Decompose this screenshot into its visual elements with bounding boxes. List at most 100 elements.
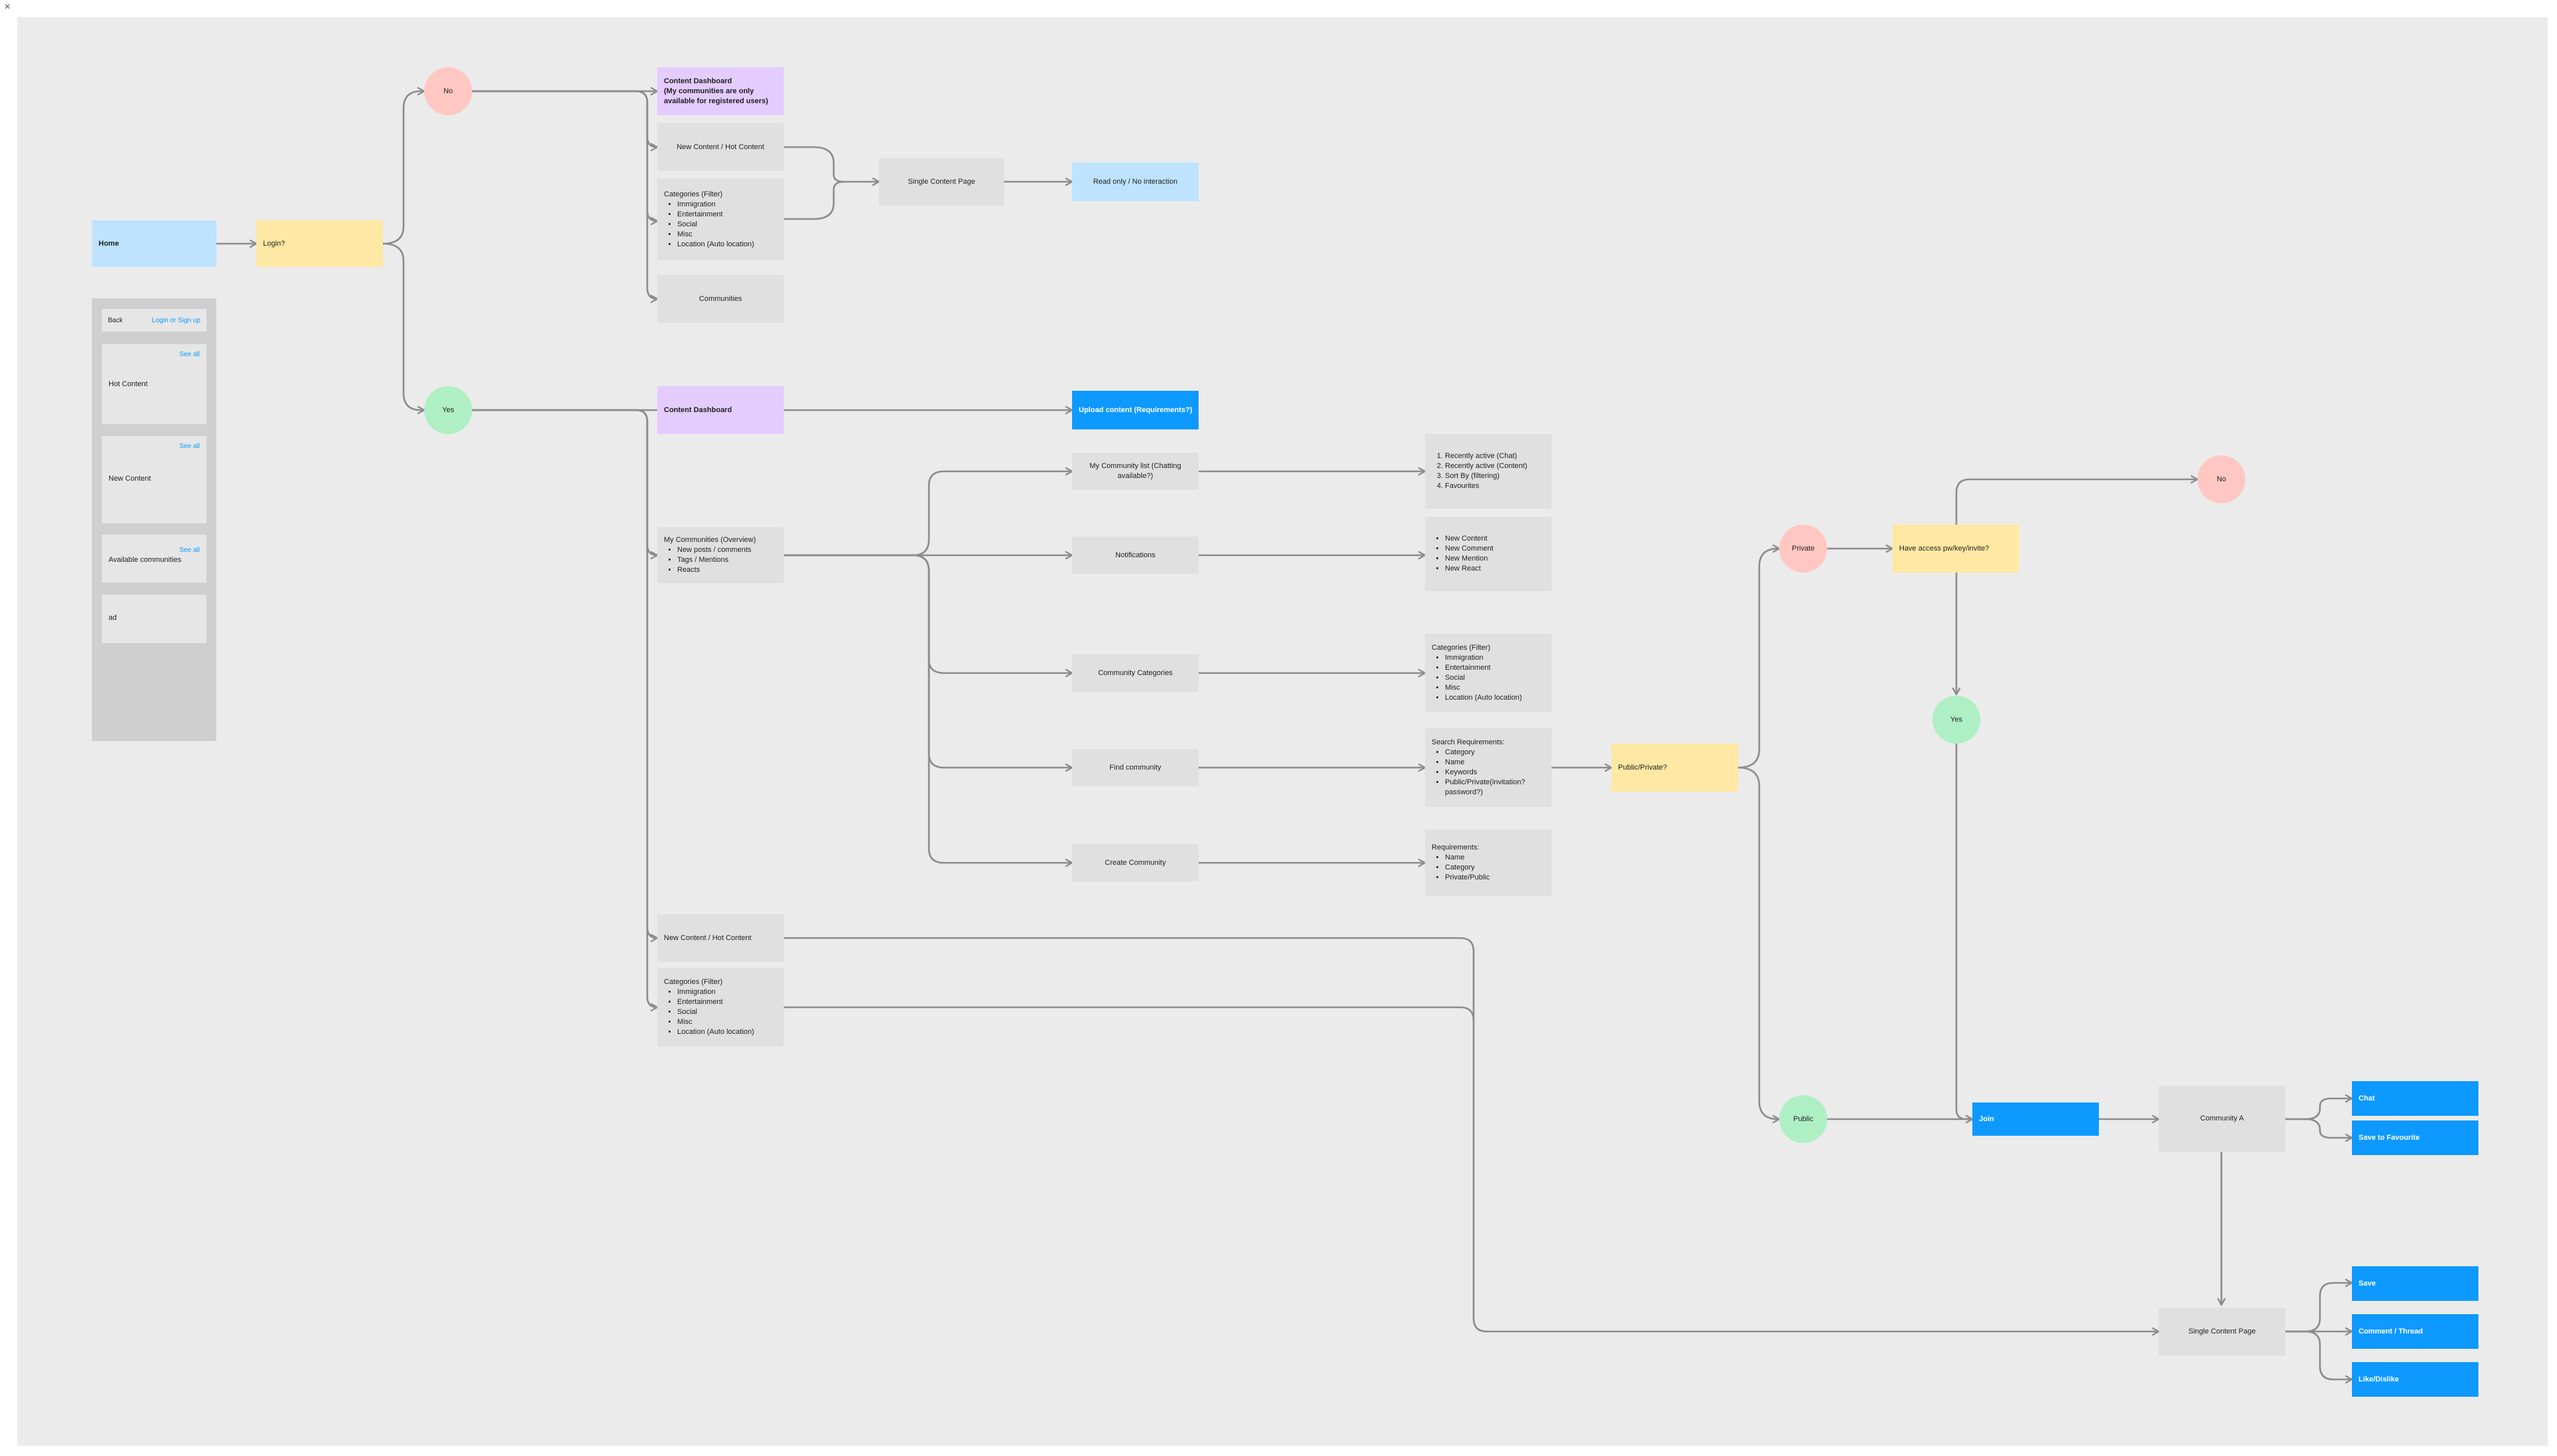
upload-content-button[interactable]: Upload content (Requirements?)	[1072, 391, 1199, 429]
my-community-list-label: My Community list (Chatting available?)	[1089, 462, 1181, 480]
communities-label: Communities	[699, 294, 742, 303]
list-item: Social	[677, 1007, 754, 1017]
recent-activity-box[interactable]: Recently active (Chat) Recently active (…	[1425, 434, 1552, 509]
categories-filter-user[interactable]: Categories (Filter) Immigration Entertai…	[657, 968, 784, 1047]
community-categories-box[interactable]: Categories (Filter) Immigration Entertai…	[1425, 634, 1552, 712]
new-content-card[interactable]: See all New Content	[102, 436, 206, 523]
content-dashboard-guest-title: Content Dashboard	[664, 77, 732, 85]
available-see-all-link[interactable]: See all	[179, 547, 200, 554]
like-dislike-button[interactable]: Like/Dislike	[2352, 1362, 2478, 1397]
find-community-node[interactable]: Find community	[1072, 749, 1199, 786]
available-communities-label: Available communities	[109, 556, 182, 564]
categories-filter-guest[interactable]: Categories (Filter) Immigration Entertai…	[657, 178, 784, 260]
wireframe-topbar: Back Login or Sign up	[102, 309, 206, 332]
hot-see-all-link[interactable]: See all	[179, 351, 200, 358]
list-item: New Content	[1445, 534, 1494, 544]
read-only-label: Read only / No interaction	[1093, 177, 1178, 186]
new-hot-content-guest-label: New Content / Hot Content	[677, 142, 764, 151]
my-community-list-node[interactable]: My Community list (Chatting available?)	[1072, 453, 1199, 490]
login-decision[interactable]: Login?	[256, 220, 383, 267]
my-communities-overview[interactable]: My Communities (Overview) New posts / co…	[657, 527, 784, 583]
list-item: Category	[1445, 748, 1548, 758]
content-dashboard-guest[interactable]: Content Dashboard(My communities are onl…	[657, 67, 784, 115]
new-hot-content-user[interactable]: New Content / Hot Content	[657, 914, 784, 962]
list-item: Reacts	[677, 565, 756, 575]
list-item: Name	[1445, 853, 1490, 863]
list-item: Recently active (Chat)	[1445, 451, 1528, 461]
public-circle[interactable]: Public	[1779, 1095, 1827, 1143]
read-only-node[interactable]: Read only / No interaction	[1072, 162, 1199, 201]
yes-circle-user[interactable]: Yes	[424, 386, 472, 434]
ad-label: ad	[109, 614, 117, 622]
list-item: New Mention	[1445, 554, 1494, 564]
new-hot-content-guest[interactable]: New Content / Hot Content	[657, 123, 784, 171]
list-item: Misc	[677, 1017, 754, 1027]
chat-button[interactable]: Chat	[2352, 1081, 2478, 1116]
save-to-favourite-button[interactable]: Save to Favourite	[2352, 1120, 2478, 1155]
community-a-node[interactable]: Community A	[2159, 1086, 2285, 1152]
community-categories-label: Community Categories	[1098, 668, 1173, 677]
public-private-decision[interactable]: Public/Private?	[1611, 744, 1738, 792]
list-item: Social	[677, 220, 754, 230]
notifications-node[interactable]: Notifications	[1072, 537, 1199, 574]
yes-access-label: Yes	[1950, 716, 1962, 724]
communities-guest[interactable]: Communities	[657, 275, 784, 323]
single-content-page-user[interactable]: Single Content Page	[2159, 1308, 2285, 1355]
list-item: Private/Public	[1445, 873, 1490, 883]
notification-types-list: New Content New Comment New Mention New …	[1432, 534, 1494, 574]
list-item: New Comment	[1445, 544, 1494, 554]
hot-content-label: Hot Content	[109, 380, 148, 388]
categories-bottom-list: Immigration Entertainment Social Misc Lo…	[664, 987, 754, 1037]
private-circle[interactable]: Private	[1779, 525, 1827, 573]
list-item: Category	[1445, 863, 1490, 873]
search-requirements-box[interactable]: Search Requirements: Category Name Keywo…	[1425, 728, 1552, 807]
list-item: Sort By (filtering)	[1445, 471, 1528, 481]
list-item: Tags / Mentions	[677, 555, 756, 565]
back-link[interactable]: Back	[108, 316, 123, 324]
recent-activity-list: Recently active (Chat) Recently active (…	[1432, 451, 1528, 491]
join-button[interactable]: Join	[1972, 1102, 2099, 1136]
available-communities-card[interactable]: See all Available communities	[102, 535, 206, 583]
search-requirements-list: Category Name Keywords Public/Private(in…	[1432, 748, 1548, 798]
close-icon[interactable]: ×	[4, 1, 11, 13]
categories-guest-title: Categories (Filter)	[664, 190, 723, 198]
home-node[interactable]: Home	[92, 220, 216, 267]
single-content-user-label: Single Content Page	[2188, 1327, 2256, 1335]
list-item: Immigration	[677, 987, 754, 997]
public-label: Public	[1793, 1115, 1813, 1123]
hot-content-card[interactable]: See all Hot Content	[102, 344, 206, 424]
single-content-page-guest[interactable]: Single Content Page	[879, 158, 1004, 206]
save-button[interactable]: Save	[2352, 1266, 2478, 1301]
find-community-label: Find community	[1109, 763, 1161, 772]
home-label: Home	[99, 239, 119, 248]
list-item: Misc	[677, 230, 754, 240]
list-item: Misc	[1445, 683, 1522, 693]
list-item: Immigration	[1445, 653, 1522, 663]
list-item: Entertainment	[677, 210, 754, 220]
yes-label: Yes	[442, 406, 454, 414]
notification-types-box[interactable]: New Content New Comment New Mention New …	[1425, 517, 1552, 591]
community-a-label: Community A	[2200, 1114, 2244, 1122]
no-circle-access[interactable]: No	[2197, 455, 2245, 503]
list-item: Location (Auto location)	[677, 1027, 754, 1037]
community-categories-node[interactable]: Community Categories	[1072, 654, 1199, 692]
diagram-canvas	[17, 17, 2548, 1446]
list-item: Favourites	[1445, 481, 1528, 491]
have-access-decision[interactable]: Have access pw/key/invite?	[1892, 525, 2019, 573]
categories-user-title: Categories (Filter)	[1432, 644, 1491, 652]
content-dashboard-user[interactable]: Content Dashboard	[657, 386, 784, 434]
create-requirements-box[interactable]: Requirements: Name Category Private/Publ…	[1425, 830, 1552, 896]
list-item: Public/Private(invitation? password?)	[1445, 778, 1548, 798]
categories-user-list: Immigration Entertainment Social Misc Lo…	[1432, 653, 1522, 703]
no-circle-guest[interactable]: No	[424, 67, 472, 115]
yes-circle-access[interactable]: Yes	[1932, 696, 1980, 744]
chat-label: Chat	[2359, 1094, 2375, 1102]
upload-content-label: Upload content (Requirements?)	[1079, 405, 1193, 414]
comment-thread-button[interactable]: Comment / Thread	[2352, 1314, 2478, 1349]
login-signup-link[interactable]: Login or Sign up	[152, 316, 200, 324]
create-community-node[interactable]: Create Community	[1072, 844, 1199, 881]
content-dashboard-user-label: Content Dashboard	[664, 405, 732, 414]
create-requirements-list: Name Category Private/Public	[1432, 853, 1490, 883]
new-see-all-link[interactable]: See all	[179, 443, 200, 450]
categories-bottom-title: Categories (Filter)	[664, 978, 723, 986]
